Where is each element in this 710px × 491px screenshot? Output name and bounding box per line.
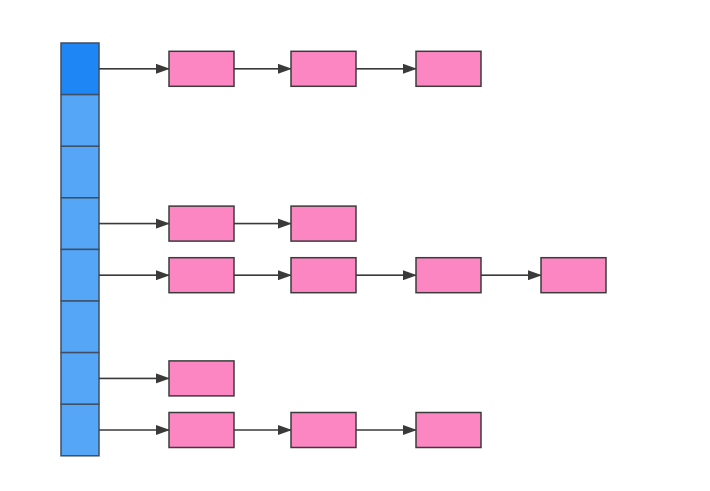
chain-node — [540, 256, 607, 294]
chain-node — [168, 256, 235, 294]
bucket-array — [60, 42, 100, 457]
bucket-0 — [60, 42, 100, 96]
bucket-2 — [60, 145, 100, 199]
chain-node — [415, 411, 482, 449]
chain-node — [168, 50, 235, 88]
chain-node — [168, 205, 235, 242]
bucket-3 — [60, 197, 100, 251]
bucket-4 — [60, 248, 100, 302]
bucket-5 — [60, 300, 100, 354]
bucket-7 — [60, 403, 100, 457]
bucket-6 — [60, 351, 100, 405]
chain-node — [290, 411, 357, 449]
chain-node — [290, 256, 357, 294]
chain-node — [290, 50, 357, 88]
chain-node — [415, 256, 482, 294]
chains — [99, 50, 607, 449]
chain-node — [168, 411, 235, 449]
bucket-1 — [60, 93, 100, 147]
chain-node — [168, 360, 235, 397]
chain-node — [290, 205, 357, 242]
chain-node — [415, 50, 482, 88]
